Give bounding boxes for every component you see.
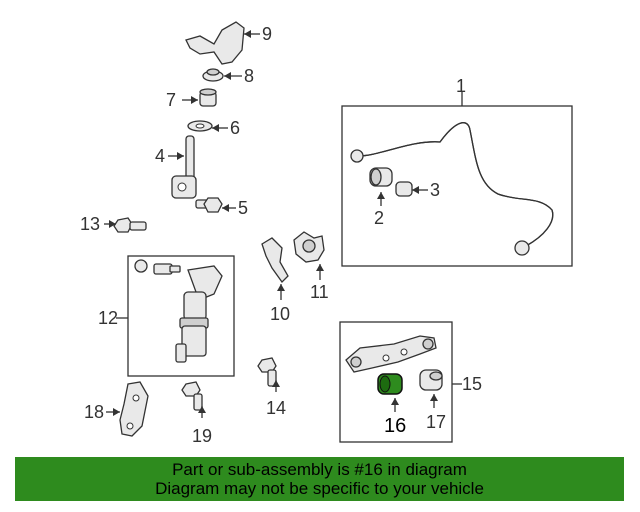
part-7-bushing[interactable] <box>182 88 217 107</box>
part-17-bushing[interactable] <box>419 369 443 408</box>
callout-13: 13 <box>80 214 100 234</box>
callout-8: 8 <box>244 66 254 86</box>
callout-12: 12 <box>98 308 118 328</box>
part-15-lower-arm[interactable] <box>345 335 437 373</box>
callout-14: 14 <box>266 398 286 418</box>
part-4-stabilizer-link[interactable] <box>168 135 197 199</box>
callout-7: 7 <box>166 90 176 110</box>
banner-line-1: Part or sub-assembly is #16 in diagram <box>172 460 467 479</box>
info-banner: Part or sub-assembly is #16 in diagram D… <box>15 457 624 501</box>
callout-17: 17 <box>426 412 446 432</box>
callout-18: 18 <box>84 402 104 422</box>
part-12-shock-assembly[interactable] <box>134 259 223 363</box>
callout-1: 1 <box>456 76 466 96</box>
part-13-bolt[interactable] <box>104 217 147 233</box>
callout-6: 6 <box>230 118 240 138</box>
part-19-bolt[interactable] <box>181 381 206 418</box>
callout-15: 15 <box>462 374 482 394</box>
part-1-box <box>341 105 573 267</box>
callout-2: 2 <box>374 208 384 228</box>
part-8-cap[interactable] <box>202 68 242 82</box>
callout-9: 9 <box>262 24 272 44</box>
part-3-bushing[interactable] <box>395 181 428 197</box>
part-2-bushing[interactable] <box>369 167 393 206</box>
callout-4: 4 <box>155 146 165 166</box>
part-16-bushing-highlighted[interactable] <box>377 373 403 412</box>
part-1-stabilizer-bar[interactable] <box>350 122 554 256</box>
callout-16: 16 <box>384 415 406 437</box>
callout-19: 19 <box>192 426 212 446</box>
part-14-bolt[interactable] <box>257 357 280 392</box>
callout-10: 10 <box>270 304 290 324</box>
part-5-bolt[interactable] <box>195 197 236 213</box>
part-6-washer[interactable] <box>187 120 228 132</box>
part-9-bracket[interactable] <box>185 21 260 65</box>
part-18-bracket[interactable] <box>106 381 149 437</box>
banner-line-2: Diagram may not be specific to your vehi… <box>155 479 484 498</box>
callout-5: 5 <box>238 198 248 218</box>
part-12-box <box>127 255 235 377</box>
parts-diagram: 9 8 7 6 4 5 <box>80 21 573 446</box>
part-15-box <box>339 321 453 443</box>
part-11-mount[interactable] <box>293 231 325 280</box>
callout-3: 3 <box>430 180 440 200</box>
callout-11: 11 <box>310 282 329 302</box>
part-10-bracket[interactable] <box>261 237 289 300</box>
